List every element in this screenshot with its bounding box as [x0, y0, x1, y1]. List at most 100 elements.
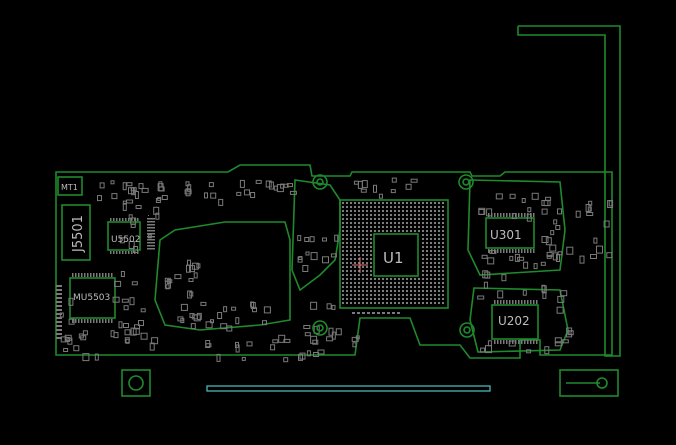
- pad: [122, 202, 127, 211]
- pad: [111, 193, 118, 200]
- bga-ball: [353, 205, 357, 209]
- bga-ball: [345, 229, 349, 233]
- bga-ball: [441, 209, 445, 213]
- bga-ball: [341, 209, 345, 213]
- pad: [135, 205, 142, 209]
- bga-ball: [385, 277, 389, 281]
- bga-ball: [349, 265, 353, 269]
- ic-pin: [147, 230, 155, 232]
- bga-ball: [397, 209, 401, 213]
- bga-ball: [349, 205, 353, 209]
- bga-ball: [389, 221, 393, 225]
- bga-ball: [405, 297, 409, 301]
- bga-ball: [361, 217, 365, 221]
- bga-ball: [433, 289, 437, 293]
- bga-ball: [349, 245, 353, 249]
- bga-ball: [441, 237, 445, 241]
- pad: [82, 330, 88, 336]
- ic-pin: [56, 309, 62, 311]
- pad: [357, 180, 363, 189]
- pad: [155, 212, 160, 220]
- pad: [278, 334, 286, 343]
- pad: [218, 198, 224, 206]
- pad: [575, 210, 581, 218]
- u301-outline: [485, 217, 535, 249]
- bga-ball: [425, 277, 429, 281]
- bga-ball: [397, 205, 401, 209]
- u202-outline: [491, 304, 539, 340]
- bga-ball: [425, 221, 429, 225]
- bga-ball: [365, 245, 369, 249]
- pad: [208, 182, 214, 188]
- bga-ball: [401, 205, 405, 209]
- bga-ball: [353, 201, 357, 205]
- bga-ball: [345, 221, 349, 225]
- label-j5501: J5501: [71, 215, 86, 253]
- bga-ball: [341, 285, 345, 289]
- pad: [483, 281, 488, 289]
- bga-ball: [369, 249, 373, 253]
- bga-ball: [393, 285, 397, 289]
- bga-ball: [413, 293, 417, 297]
- bga-ball: [377, 289, 381, 293]
- bga-ball: [405, 205, 409, 209]
- ic-pin: [125, 251, 127, 254]
- bga-ball: [401, 229, 405, 233]
- ic-pin: [108, 273, 110, 277]
- bga-ball: [345, 269, 349, 273]
- pad: [216, 353, 221, 362]
- pad: [99, 182, 105, 189]
- pad: [545, 237, 552, 246]
- ic-pin: [382, 312, 385, 314]
- bga-ball: [409, 205, 413, 209]
- ic-pin: [497, 340, 499, 344]
- pad: [196, 312, 202, 320]
- bga-ball: [437, 221, 441, 225]
- bga-ball: [393, 289, 397, 293]
- pad: [322, 237, 327, 242]
- bga-ball: [393, 301, 397, 305]
- bga-ball: [369, 285, 373, 289]
- bga-ball: [349, 277, 353, 281]
- bga-ball: [381, 205, 385, 209]
- bga-ball: [405, 281, 409, 285]
- ic-pin: [56, 329, 62, 331]
- bga-ball: [349, 293, 353, 297]
- bga-ball: [389, 225, 393, 229]
- bga-ball: [429, 201, 433, 205]
- bga-ball: [377, 285, 381, 289]
- pad: [593, 237, 598, 244]
- bga-ball: [357, 205, 361, 209]
- bga-ball: [401, 301, 405, 305]
- pad: [560, 290, 568, 297]
- bga-ball: [421, 297, 425, 301]
- pad: [355, 335, 360, 340]
- ic-pin: [72, 273, 74, 277]
- bga-ball: [433, 281, 437, 285]
- bga-ball: [381, 221, 385, 225]
- bga-ball: [441, 281, 445, 285]
- ic-pin: [512, 249, 514, 253]
- bga-ball: [349, 209, 353, 213]
- pad: [567, 330, 574, 336]
- bga-ball: [429, 229, 433, 233]
- bga-ball: [421, 253, 425, 257]
- bga-ball: [341, 277, 345, 281]
- bga-ball: [353, 289, 357, 293]
- bga-ball: [437, 213, 441, 217]
- bga-ball: [429, 265, 433, 269]
- bga-ball: [417, 209, 421, 213]
- j5501-outline: [61, 204, 91, 261]
- bga-ball: [361, 221, 365, 225]
- bga-ball: [441, 297, 445, 301]
- ic-pin: [116, 251, 118, 254]
- bga-ball: [421, 261, 425, 265]
- ic-pin: [524, 249, 526, 253]
- bga-ball: [349, 253, 353, 257]
- bga-ball: [441, 257, 445, 261]
- pad: [557, 208, 562, 215]
- ic-pin: [56, 313, 62, 315]
- bga-ball: [365, 237, 369, 241]
- bga-ball: [365, 233, 369, 237]
- bga-ball: [393, 225, 397, 229]
